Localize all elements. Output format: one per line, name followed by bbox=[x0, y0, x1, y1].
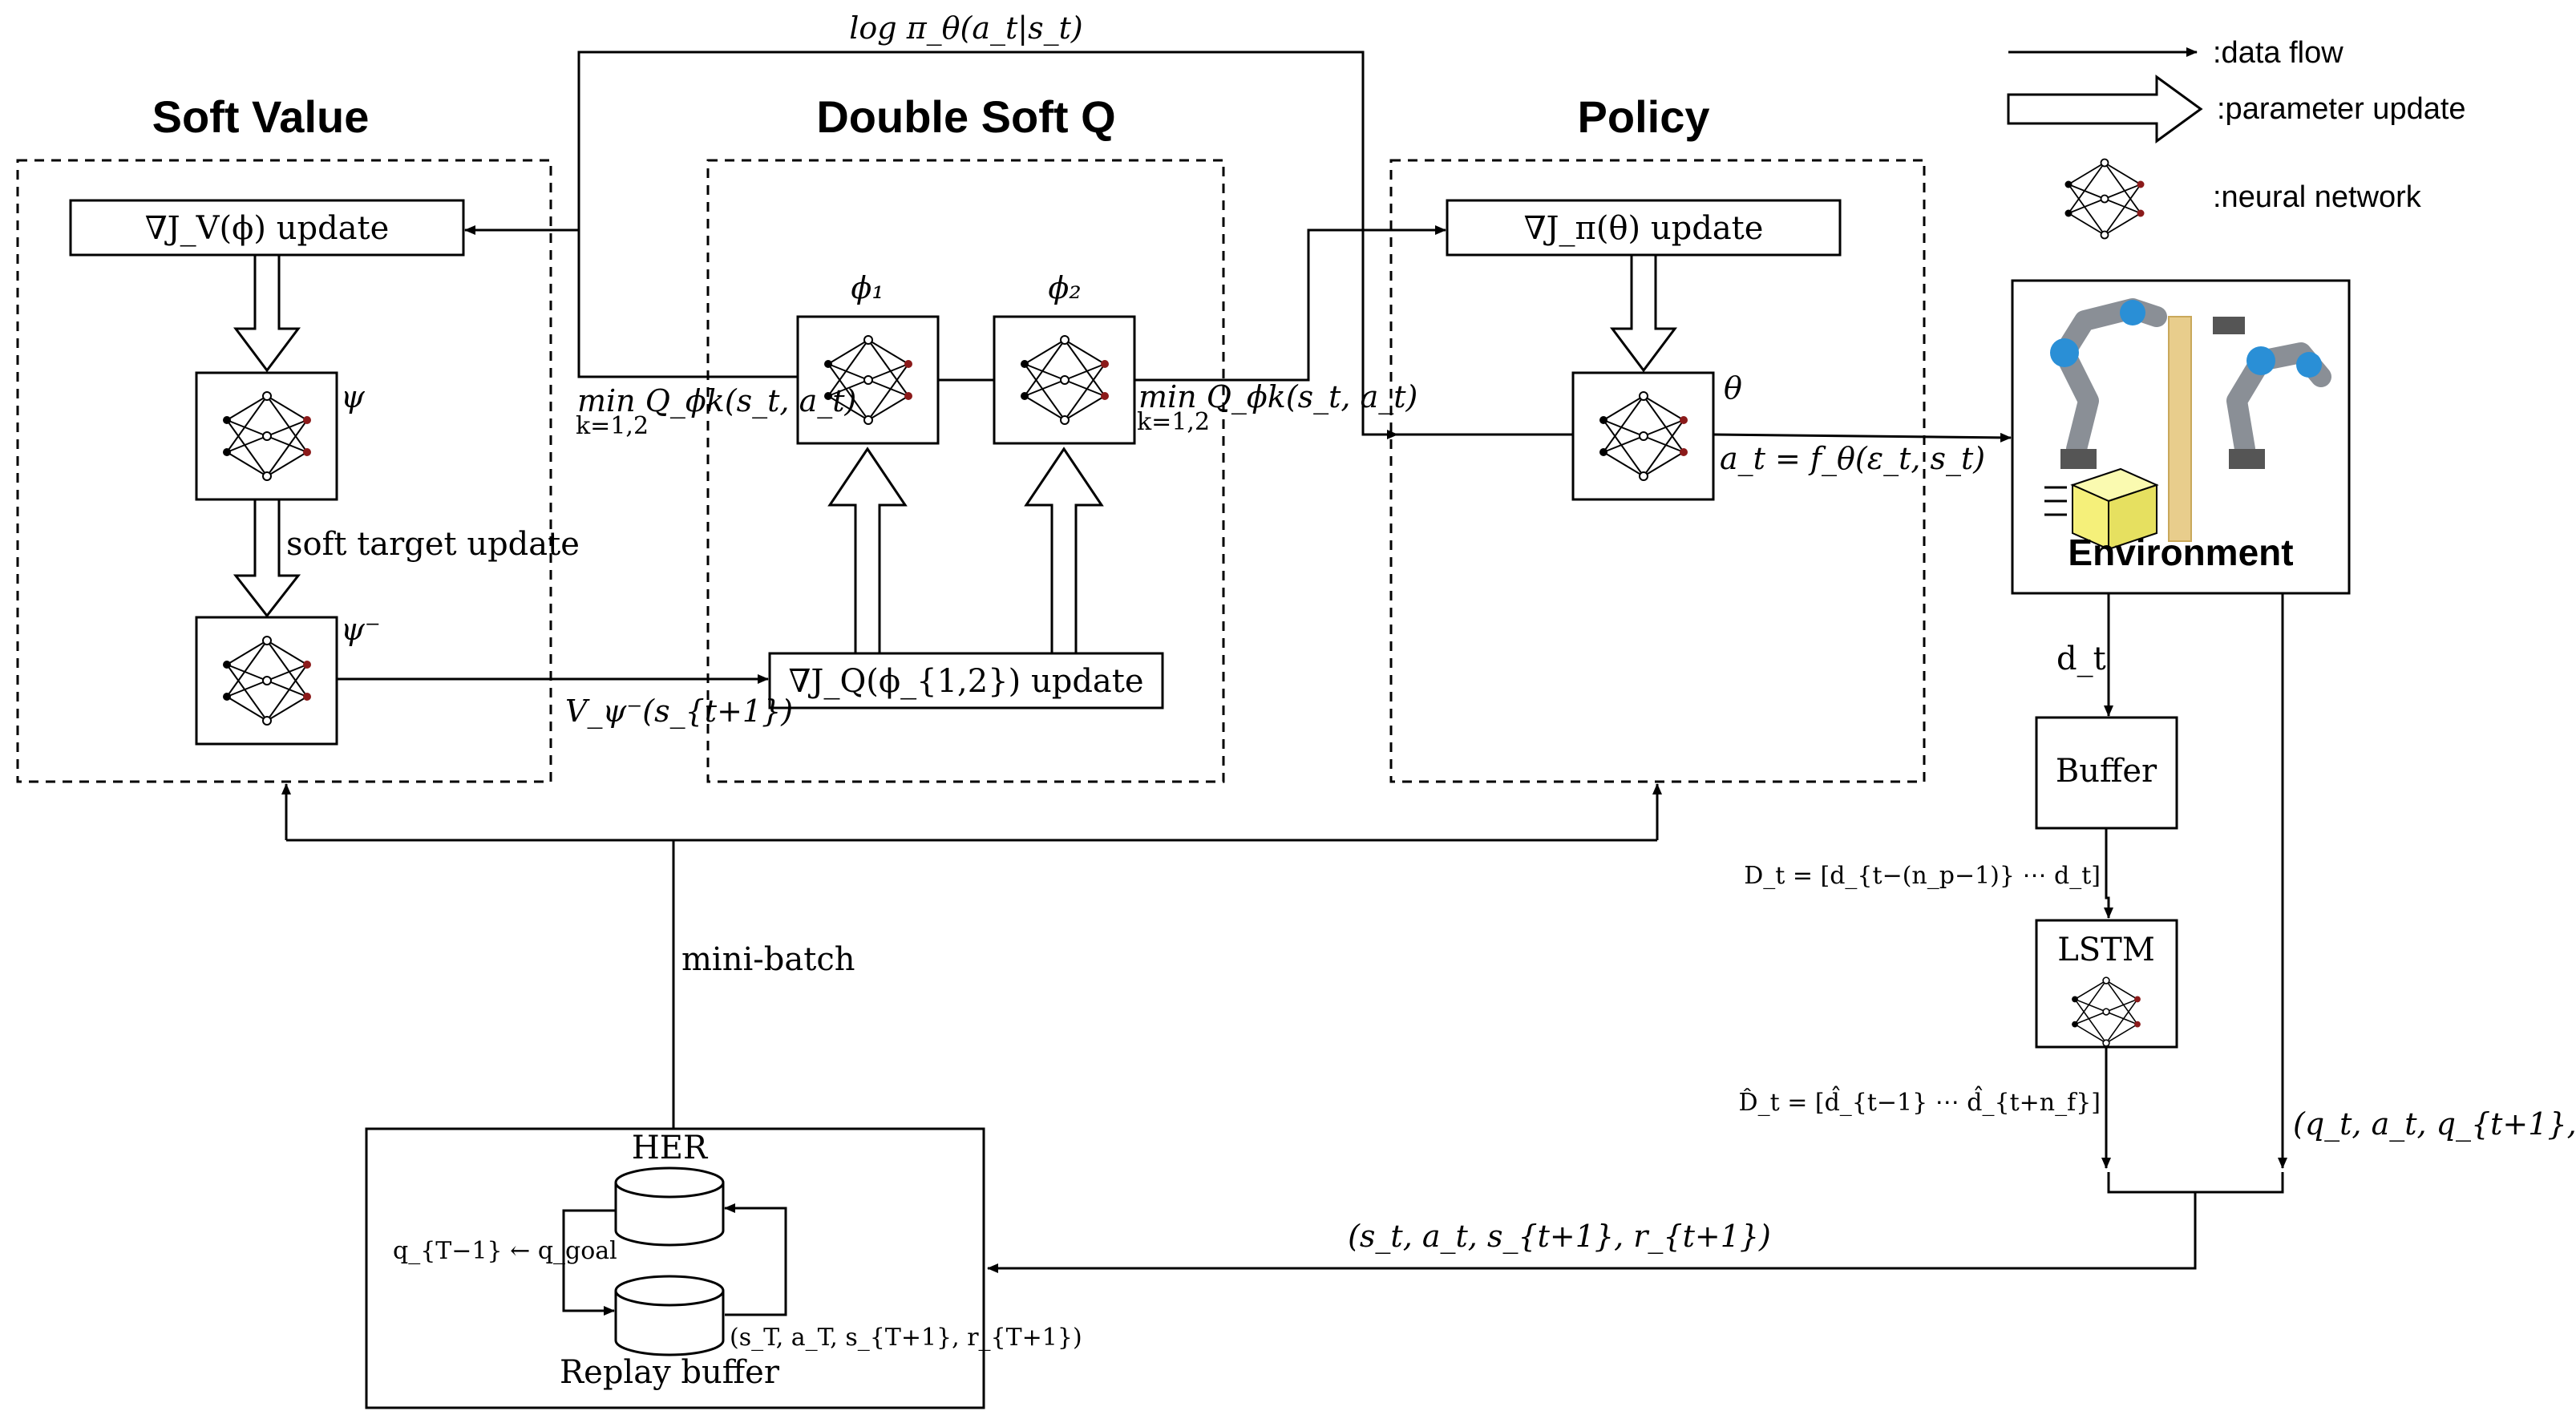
log-pi-label: log π_θ(a_t|s_t) bbox=[849, 10, 1082, 46]
psi-minus-label: ψ⁻ bbox=[341, 612, 381, 647]
goal-relabel-label: q_{T−1} ← q_goal bbox=[393, 1237, 617, 1265]
v-psi-label: V_ψ⁻(s_{t+1}) bbox=[565, 693, 793, 730]
s-tuple-label: (s_t, a_t, s_{t+1}, r_{t+1}) bbox=[1348, 1219, 1771, 1255]
environment-label: Environment bbox=[2068, 532, 2293, 573]
Dt-label: D_t = [d_{t−(n_p−1)} ⋯ d_t] bbox=[1744, 862, 2101, 890]
jpi-update-box bbox=[1446, 199, 1842, 257]
arrow-buffer-to-lstm bbox=[2104, 828, 2113, 919]
her-label: HER bbox=[632, 1130, 709, 1166]
dt-label: d_t bbox=[2056, 641, 2106, 677]
param-update-arrow-soft-target bbox=[233, 498, 301, 618]
lstm-label: LSTM bbox=[2057, 932, 2155, 968]
param-update-arrow-jv bbox=[233, 253, 301, 373]
theta-label: θ bbox=[1724, 370, 1742, 406]
soft-target-label: soft target update bbox=[286, 526, 580, 563]
her-database-icon bbox=[614, 1166, 725, 1247]
robot-arm-left-icon bbox=[2050, 298, 2167, 469]
replay-buffer-label: Replay buffer bbox=[560, 1354, 780, 1391]
jv-update-box bbox=[69, 199, 465, 257]
soft-value-frame bbox=[16, 159, 552, 783]
pillar-icon bbox=[2168, 316, 2192, 542]
param-update-arrow-phi1 bbox=[827, 447, 908, 655]
replay-database-icon bbox=[614, 1275, 725, 1356]
arrow-merge-to-her bbox=[987, 1192, 2197, 1273]
min-q-left-sub: k=1,2 bbox=[576, 412, 649, 440]
jq-update-box bbox=[768, 652, 1164, 710]
policy-frame bbox=[1389, 159, 1926, 783]
robot-arm-right-icon bbox=[2213, 317, 2331, 469]
jq-update-label: ∇J_Q(ϕ_{1,2}) update bbox=[788, 663, 1143, 700]
legend-neural-network-label: :neural network bbox=[2213, 180, 2422, 214]
min-q-right-sub: k=1,2 bbox=[1137, 408, 1210, 436]
jv-update-label: ∇J_V(ϕ) update bbox=[145, 210, 390, 247]
legend-data-flow-label: :data flow bbox=[2213, 36, 2343, 70]
min-q-right-label: min Q_ϕk(s_t, a_t) bbox=[1138, 379, 1417, 415]
replay-tuple-label: (s_T, a_T, s_{T+1}, r_{T+1}) bbox=[730, 1324, 1082, 1352]
jpi-update-label: ∇J_π(θ) update bbox=[1524, 210, 1764, 247]
phi2-label: ϕ₂ bbox=[1048, 270, 1081, 305]
min-q-left-label: min Q_ϕk(s_t, a_t) bbox=[577, 383, 856, 419]
buffer-box bbox=[2035, 716, 2178, 830]
param-update-arrow-jpi bbox=[1610, 253, 1677, 373]
param-update-arrow-phi2 bbox=[1024, 447, 1104, 655]
legend-neural-network-icon bbox=[2064, 158, 2145, 240]
legend-param-update-label: :parameter update bbox=[2217, 92, 2466, 126]
arrow-action-to-env bbox=[1713, 432, 2012, 443]
buffer-label: Buffer bbox=[2056, 753, 2157, 790]
double-soft-q-frame bbox=[706, 159, 1225, 783]
mini-batch-label: mini-batch bbox=[681, 941, 855, 978]
merge-bracket bbox=[2107, 1172, 2284, 1194]
arrow-her-to-replay bbox=[562, 1209, 616, 1316]
psi-label: ψ bbox=[341, 379, 366, 414]
arrow-replay-to-her bbox=[724, 1203, 787, 1316]
arrow-to-jpi-update bbox=[1134, 225, 1446, 382]
cube-icon bbox=[2044, 467, 2159, 551]
phi1-label: ϕ₁ bbox=[851, 270, 884, 305]
q-tuple-label: (q_t, a_t, q_{t+1}, r_{t+1}) bbox=[2293, 1106, 2576, 1142]
section-title-double-soft-q: Double Soft Q bbox=[816, 91, 1115, 142]
section-title-policy: Policy bbox=[1578, 91, 1710, 142]
Dt-hat-label: D̂_t = [d̂_{t−1} ⋯ d̂_{t+n_f}] bbox=[1739, 1085, 2101, 1117]
legend-param-update-arrow bbox=[2007, 75, 2203, 144]
section-title-soft-value: Soft Value bbox=[152, 91, 370, 142]
action-label: a_t = f_θ(ε_t, s_t) bbox=[1720, 441, 1985, 477]
